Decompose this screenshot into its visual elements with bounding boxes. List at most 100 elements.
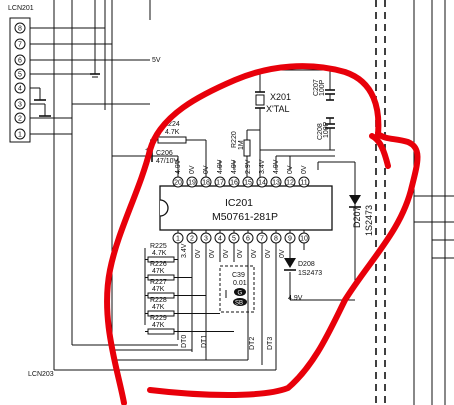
ic-top-voltage-19: 0V <box>189 165 196 174</box>
lcn201-pin-label-3: 3 <box>18 102 22 109</box>
ic-bottom-wires <box>177 250 355 370</box>
ic-bottom-voltage-6: 0V <box>251 249 258 258</box>
c207-value: 100P <box>319 79 326 96</box>
signal-dt2: DT2 <box>249 337 256 350</box>
d207-ref: D207 <box>352 206 362 228</box>
bottom-wiring: LCN203 <box>28 344 276 378</box>
resistor-value-3: 47K <box>152 304 165 311</box>
ic-pin-2 <box>186 232 198 244</box>
ic-pin-6 <box>242 232 254 244</box>
ic-pin-label-5: 5 <box>232 236 236 243</box>
ic-pin-5 <box>228 232 240 244</box>
ic-bottom-voltage-7: 0V <box>265 249 272 258</box>
r224-ref: R224 <box>163 121 180 128</box>
right-border-lines <box>375 0 454 405</box>
ic-pin-1 <box>172 232 184 244</box>
c208-value: 100P <box>323 121 330 138</box>
resistor-value-4: 47K <box>152 322 165 329</box>
resistor-ref-1: R226 <box>150 261 167 268</box>
ic-pin-16 <box>228 176 240 188</box>
ic-pin-label-17: 17 <box>216 180 224 187</box>
c39-ref: C39 <box>232 272 245 279</box>
connector-lcn201-label: LCN201 <box>8 5 34 12</box>
red-annotation-circle <box>104 63 421 405</box>
connector-lcn201-body <box>9 17 31 143</box>
ic-pin-11 <box>298 176 310 188</box>
lcn201-pin-label-5: 5 <box>18 72 22 79</box>
ic-pin-label-9: 9 <box>288 236 292 243</box>
ic201-part: M50761-281P <box>212 211 278 223</box>
ic-pin-8 <box>270 232 282 244</box>
dt-signal-labels: DT0 DT1 DT2 DT3 <box>181 335 274 350</box>
ic-pin-15 <box>242 176 254 188</box>
lcn201-pin-4 <box>14 82 26 94</box>
ic-bottom-voltage-8: 0V <box>279 249 286 258</box>
r224-value: 4.7K <box>165 129 180 136</box>
c206-value: 47/10V <box>156 158 179 165</box>
ic-pin-20 <box>172 176 184 188</box>
ic-pin-label-15: 15 <box>244 180 252 187</box>
ic-pin-label-12: 12 <box>286 180 294 187</box>
lcn201-pin-label-7: 7 <box>18 42 22 49</box>
ic-bottom-voltage-5: 0V <box>237 249 244 258</box>
ic-pin-label-11: 11 <box>300 180 307 187</box>
crystal-ref: X201 <box>270 92 291 102</box>
ic201-body <box>159 185 333 231</box>
ic-pin-17 <box>214 176 226 188</box>
ic-top-wires <box>219 155 356 285</box>
ic-pin-label-8: 8 <box>274 236 278 243</box>
ic-pin-label-20: 20 <box>174 180 182 187</box>
lcn201-pin-6 <box>14 54 26 66</box>
connector-lcn203-label: LCN203 <box>28 371 54 378</box>
ic-pin-label-14: 14 <box>258 180 266 187</box>
c207-ref: C207 <box>313 79 320 96</box>
left-bus-lines: 5V <box>34 0 161 370</box>
resistor-body-4 <box>147 328 175 335</box>
red-annotation-hook <box>369 133 391 169</box>
d207-part: 1S2473 <box>364 205 374 236</box>
lcn201-pin-label-8: 8 <box>18 26 22 33</box>
lcn201-pin-label-2: 2 <box>18 116 22 123</box>
signal-dt0: DT0 <box>181 335 188 348</box>
resistor-ref-2: R227 <box>150 279 167 286</box>
connector-lcn201: LCN201 8 7 6 5 4 3 2 1 <box>8 5 150 143</box>
d207-diode: D207 1S2473 <box>349 195 374 236</box>
ic201-notch <box>159 199 169 217</box>
d208-part: 1S2473 <box>298 270 322 277</box>
ic-pin-label-18: 18 <box>202 180 210 187</box>
lcn201-pin-label-6: 6 <box>18 58 22 65</box>
ic-pin-3 <box>200 232 212 244</box>
r224-resistor: R224 4.7K <box>150 121 207 178</box>
ic-pin-label-2: 2 <box>190 236 194 243</box>
lcn201-pin-label-1: 1 <box>18 132 22 139</box>
crystal-type: X'TAL <box>266 104 290 114</box>
resistor-ref-3: R228 <box>150 297 167 304</box>
resistor-ref-4: R229 <box>150 315 167 322</box>
ic-pin-label-13: 13 <box>272 180 280 187</box>
ic-bottom-voltage-1: 3.4V <box>181 243 188 258</box>
ic-pin-label-16: 16 <box>230 180 238 187</box>
lcn201-pin-2 <box>14 112 26 124</box>
lcn201-pin-3 <box>14 98 26 110</box>
supply-5v-label: 5V <box>152 57 161 64</box>
ic-pin-19 <box>186 176 198 188</box>
lcn201-pin-5 <box>14 68 26 80</box>
ic-pin-label-7: 7 <box>260 236 264 243</box>
ic-top-voltage-14: 3.4V <box>259 159 266 174</box>
ic201: IC201 M50761-281P 204.9V190V180V174.9V16… <box>159 159 333 258</box>
r220-ref: R220 <box>231 131 238 148</box>
c39-inset: C39 0.01 G SB <box>219 265 255 313</box>
signal-dt1: DT1 <box>201 335 208 348</box>
r220-resistor: R220 1M <box>231 129 260 178</box>
signal-dt3: DT3 <box>267 337 274 350</box>
lcn201-pin-label-4: 4 <box>18 86 22 93</box>
resistor-value-2: 47K <box>152 286 165 293</box>
ic-pin-label-1: 1 <box>176 236 180 243</box>
ic-pin-label-4: 4 <box>218 236 222 243</box>
ic-pin-label-6: 6 <box>246 236 250 243</box>
resistor-value-1: 47K <box>152 268 165 275</box>
test-point-sb: SB <box>235 301 243 307</box>
